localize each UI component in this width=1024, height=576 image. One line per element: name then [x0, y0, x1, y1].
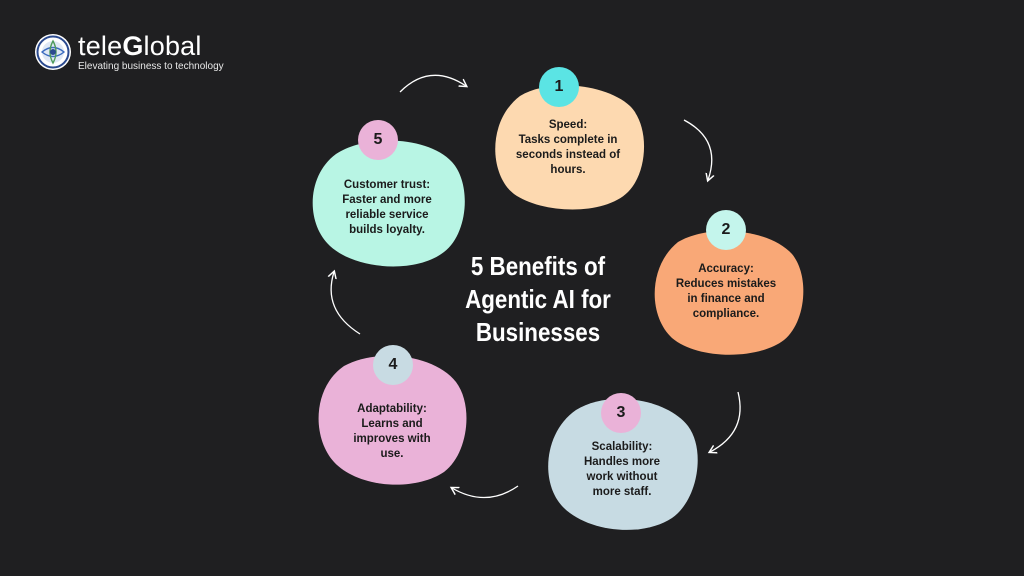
arrow-2-to-3 — [710, 391, 741, 452]
benefit-text-2: Accuracy: Reduces mistakes in finance an… — [675, 263, 777, 320]
blob-shape-4 — [318, 355, 467, 485]
benefit-badge-3: 3 — [601, 393, 641, 433]
diagram-title: 5 Benefits of Agentic AI for Businesses — [465, 251, 611, 347]
benefit-text-3: Scalability: Handles more work without m… — [583, 441, 661, 498]
benefit-blob-4 — [318, 355, 467, 485]
benefit-badge-4: 4 — [373, 345, 413, 385]
arrow-3-to-4 — [452, 485, 519, 499]
globe-logo-icon — [35, 34, 71, 70]
arrow-1-to-2 — [683, 119, 712, 180]
benefit-text-1: Speed: Tasks complete in seconds instead… — [515, 119, 621, 176]
benefit-badge-5: 5 — [358, 120, 398, 160]
arrow-5-to-1 — [399, 74, 466, 93]
benefit-badge-2: 2 — [706, 210, 746, 250]
benefit-blob-5 — [312, 140, 465, 267]
benefit-badge-1: 1 — [539, 67, 579, 107]
brand-tagline: Elevating business to technology — [78, 61, 224, 72]
arrow-4-to-5 — [331, 272, 361, 335]
benefit-text-5: Customer trust: Faster and more reliable… — [342, 179, 432, 236]
benefit-blob-3 — [548, 398, 698, 530]
brand-name: teleGlobal — [78, 31, 202, 61]
blob-shape-5 — [312, 140, 465, 267]
benefit-blob-1 — [495, 85, 645, 210]
brand-logo: teleGlobal Elevating business to technol… — [34, 32, 224, 72]
benefit-blob-2 — [654, 230, 804, 355]
blob-shape-1 — [495, 85, 645, 210]
blob-shape-3 — [548, 398, 698, 530]
blob-shape-2 — [654, 230, 804, 355]
benefit-text-4: Adaptability: Learns and improves with u… — [353, 403, 431, 460]
